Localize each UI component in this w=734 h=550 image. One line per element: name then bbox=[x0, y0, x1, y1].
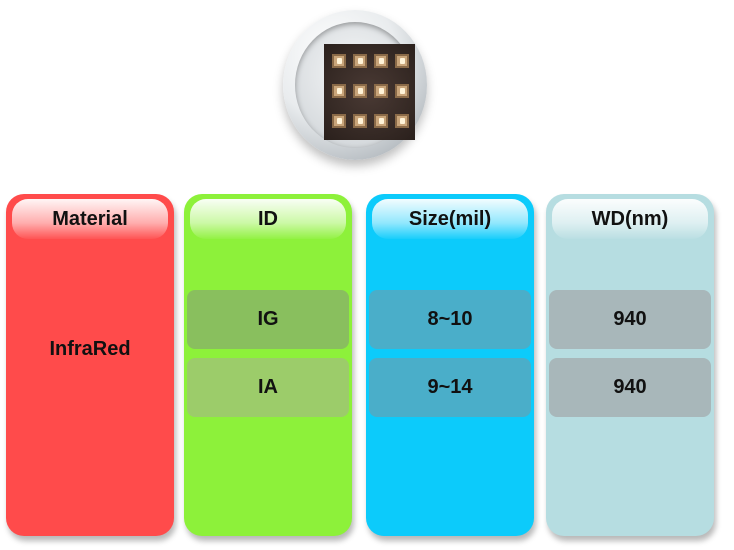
led-chip bbox=[353, 114, 367, 128]
led-chip bbox=[332, 54, 346, 68]
led-chip bbox=[332, 84, 346, 98]
led-chip bbox=[395, 114, 409, 128]
id-column: ID IG IA bbox=[184, 194, 352, 536]
size-cell-2: 9~14 bbox=[369, 358, 531, 417]
wd-cell-1: 940 bbox=[549, 290, 711, 349]
wd-cell-2: 940 bbox=[549, 358, 711, 417]
id-cell-1: IG bbox=[187, 290, 349, 349]
led-chip bbox=[374, 84, 388, 98]
chip-photo-frame bbox=[283, 10, 427, 160]
wd-header: WD(nm) bbox=[552, 199, 708, 239]
led-chip bbox=[332, 114, 346, 128]
id-cell-2: IA bbox=[187, 358, 349, 417]
size-column: Size(mil) 8~10 9~14 bbox=[366, 194, 534, 536]
led-chip bbox=[395, 54, 409, 68]
led-chip bbox=[395, 84, 409, 98]
led-chip bbox=[353, 54, 367, 68]
led-chip-array-photo bbox=[324, 44, 415, 140]
material-header: Material bbox=[12, 199, 168, 239]
material-value: InfraRed bbox=[49, 338, 131, 360]
led-chip bbox=[374, 54, 388, 68]
size-cell-1: 8~10 bbox=[369, 290, 531, 349]
id-header: ID bbox=[190, 199, 346, 239]
material-column: Material InfraRed bbox=[6, 194, 174, 536]
led-chip bbox=[374, 114, 388, 128]
wd-column: WD(nm) 940 940 bbox=[546, 194, 714, 536]
size-header: Size(mil) bbox=[372, 199, 528, 239]
chip-photo-bezel bbox=[295, 22, 415, 148]
led-chip bbox=[353, 84, 367, 98]
